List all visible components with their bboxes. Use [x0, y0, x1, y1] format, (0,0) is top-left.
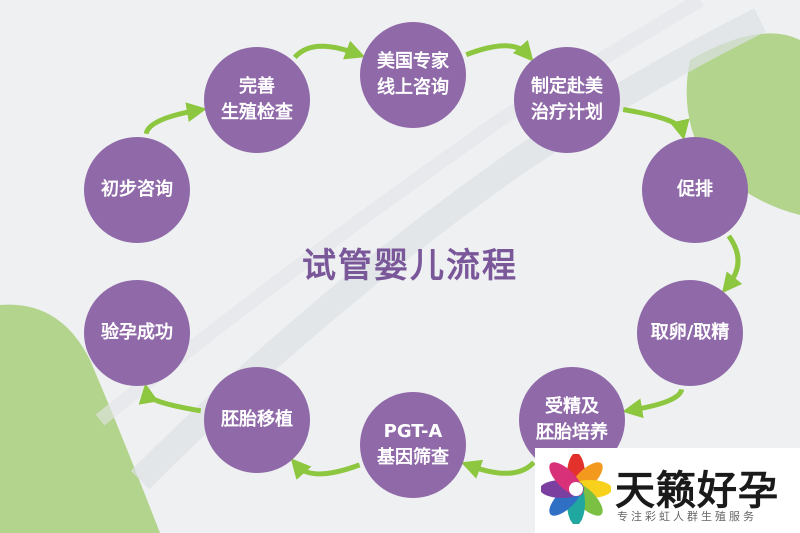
step-label: 基因筛查: [377, 447, 449, 468]
flower-logo-icon: [541, 454, 611, 524]
flow-arrow-4: [622, 107, 690, 141]
step-label: 制定赴美: [531, 76, 603, 97]
step-node-1: 初步咨询: [84, 137, 190, 243]
flow-arrow-5: [721, 234, 743, 294]
step-label: 美国专家: [377, 51, 449, 72]
step-label: 胚胎培养: [536, 422, 608, 443]
flow-arrow-1: [143, 102, 207, 135]
brand-tagline: 专注彩虹人群生殖服务: [617, 510, 757, 523]
step-label: 促排: [677, 179, 713, 200]
flow-arrow-9: [138, 383, 202, 414]
step-node-10: 验孕成功: [84, 280, 190, 386]
flow-arrow-2: [292, 40, 366, 60]
step-label: 取卵/取精: [650, 322, 730, 343]
brand-watermark: 天籁好孕 专注彩虹人群生殖服务: [535, 448, 800, 533]
step-label: 受精及: [545, 396, 599, 417]
step-label: 治疗计划: [531, 102, 603, 123]
step-node-2: 完善生殖检查: [204, 47, 310, 153]
step-node-5: 促排: [642, 137, 748, 243]
flow-arrow-6: [622, 388, 685, 419]
flow-arrow-3: [465, 39, 534, 62]
flow-arrow-7: [460, 459, 536, 479]
step-label: 生殖检查: [221, 102, 293, 123]
arrow-group: [138, 39, 743, 480]
step-node-6: 取卵/取精: [637, 280, 743, 386]
step-label: 胚胎移植: [221, 409, 293, 430]
brand-name: 天籁好孕: [615, 467, 779, 514]
flow-arrow-8: [290, 458, 361, 480]
step-node-9: 胚胎移植: [204, 367, 310, 473]
step-label: 初步咨询: [101, 179, 173, 200]
diagram-title: 试管婴儿流程: [302, 246, 518, 286]
step-label: PGT-A: [383, 421, 443, 442]
step-label: 线上咨询: [377, 77, 449, 98]
step-node-3: 美国专家线上咨询: [360, 22, 466, 128]
step-node-4: 制定赴美治疗计划: [514, 47, 620, 153]
step-node-8: PGT-A 基因筛查: [360, 392, 466, 498]
step-label: 验孕成功: [101, 322, 173, 343]
step-label: 完善: [239, 76, 275, 97]
